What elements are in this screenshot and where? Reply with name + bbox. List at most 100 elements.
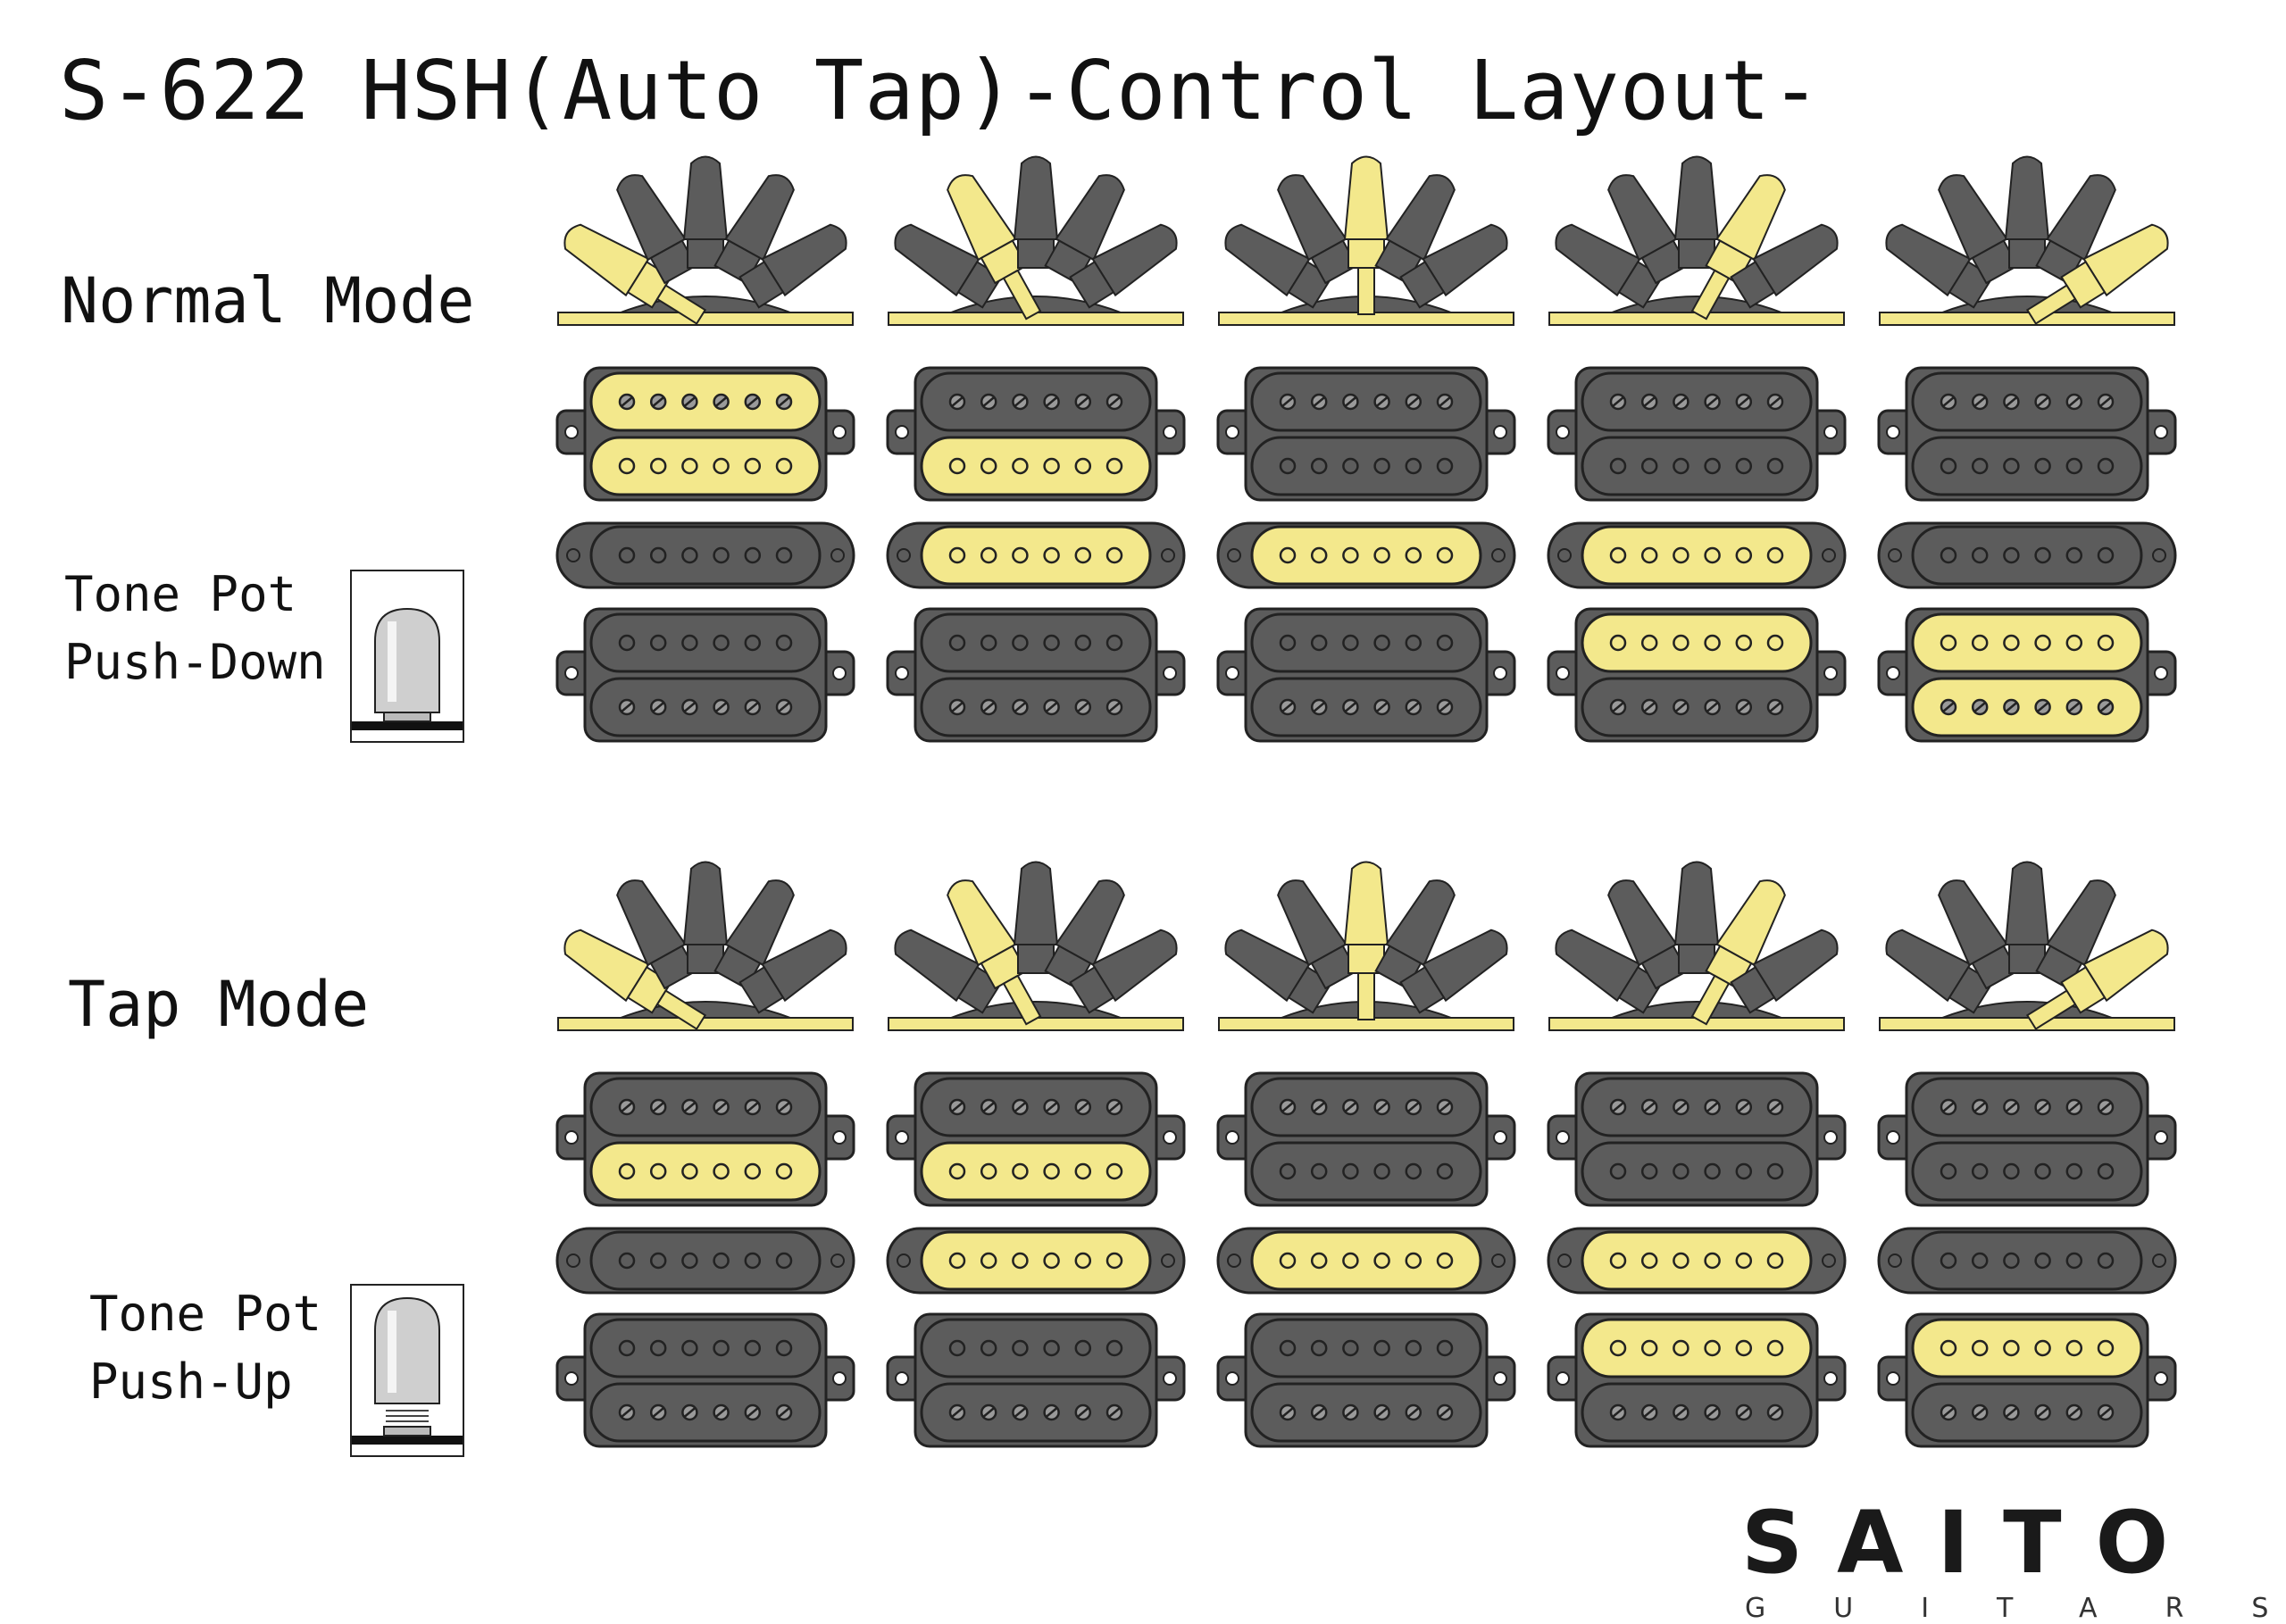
pole-piece [1012, 1252, 1029, 1270]
pole-screw-slot [746, 1102, 759, 1112]
pole-screw-slot [1674, 702, 1688, 712]
selector-tip [2082, 929, 2169, 1003]
pole-piece [618, 634, 636, 652]
pole-screw-slot [1674, 396, 1688, 407]
pickup-coil [1911, 1077, 2143, 1137]
pole-piece [1766, 1252, 1784, 1270]
mount-hole [1556, 666, 1570, 680]
pole-piece [2065, 457, 2083, 475]
pole-screw-slot [1612, 702, 1624, 712]
pole-screw-slot [2067, 702, 2081, 712]
pole-screw-slot [2005, 1102, 2018, 1112]
pole-piece [649, 1339, 667, 1357]
pole-screw-slot [1014, 1102, 1027, 1112]
pole-piece [1971, 1339, 1989, 1357]
pole-piece [1043, 1162, 1060, 1180]
pole-piece [649, 457, 667, 475]
pole-piece [1940, 457, 1957, 475]
pole-piece [1436, 1339, 1454, 1357]
tap-mode-label: Tap Mode [68, 968, 370, 1041]
pole-screw-slot [1612, 1407, 1624, 1418]
pole-piece [1704, 634, 1721, 652]
pole-piece [1766, 1162, 1784, 1180]
pole-piece [681, 1252, 698, 1270]
pole-piece [1735, 546, 1753, 564]
pole-piece [1640, 1162, 1658, 1180]
selector-blade-2 [1277, 879, 1358, 990]
pickup-coil [920, 1230, 1152, 1291]
selector-blade-5 [1069, 929, 1178, 1014]
pole-screw-slot [778, 702, 790, 712]
mount-hole [566, 1253, 580, 1268]
pole-piece [1105, 1252, 1123, 1270]
pickup-coil [920, 677, 1152, 737]
pole-piece [1310, 1162, 1328, 1180]
pole-piece [1012, 546, 1029, 564]
pole-piece [1105, 457, 1123, 475]
mount-hole [1493, 666, 1507, 680]
pole-piece [681, 546, 698, 564]
pole-screw-slot [2005, 1407, 2018, 1418]
selector-neck-block [1399, 965, 1446, 1014]
pole-piece [2003, 546, 2020, 564]
selector-stem [1357, 972, 1375, 1020]
pole-piece [948, 1252, 966, 1270]
pole-piece [2065, 1339, 2083, 1357]
normal-mode-label: Normal Mode [61, 264, 475, 337]
pole-piece [1043, 546, 1060, 564]
selector-tip [1385, 879, 1456, 967]
pole-piece [1279, 457, 1297, 475]
pole-piece [618, 546, 636, 564]
pickup-coil [589, 525, 822, 586]
pole-piece [713, 634, 730, 652]
tone-pot-drawing [352, 607, 463, 730]
pole-piece [2003, 1252, 2020, 1270]
pole-piece [775, 546, 793, 564]
pole-piece [649, 1162, 667, 1180]
pole-piece [1279, 1162, 1297, 1180]
mount-hole [564, 1371, 579, 1386]
selector-neck-block [738, 260, 785, 309]
pickup-coil [589, 1077, 822, 1137]
pole-piece [713, 1339, 730, 1357]
pickup-coil [589, 1230, 822, 1291]
pole-piece [2034, 1162, 2051, 1180]
pole-piece [2003, 1162, 2020, 1180]
pole-piece [1971, 457, 1989, 475]
pole-piece [1310, 1252, 1328, 1270]
pole-piece [618, 1162, 636, 1180]
mount-hole [1161, 548, 1175, 562]
pole-screw-slot [982, 396, 996, 407]
pole-screw-slot [1108, 1407, 1121, 1418]
pole-piece [1609, 1162, 1627, 1180]
pole-piece [1074, 546, 1092, 564]
pole-screw-slot [1406, 702, 1420, 712]
pickup-coil [589, 677, 822, 737]
pole-piece [1735, 457, 1753, 475]
pole-piece [713, 1252, 730, 1270]
pot-panel [352, 1436, 463, 1445]
pole-screw-slot [1045, 702, 1058, 712]
tone-pot-drawing [352, 1296, 463, 1445]
pickup-coil [1581, 1077, 1813, 1137]
pole-screw-slot [2067, 1102, 2081, 1112]
pole-screw-slot [1108, 702, 1121, 712]
pole-piece [1640, 634, 1658, 652]
pole-screw-slot [1706, 396, 1719, 407]
pole-piece [2003, 457, 2020, 475]
pole-screw-slot [1973, 702, 1987, 712]
pole-screw-slot [1643, 1102, 1656, 1112]
selector-tip [1277, 174, 1347, 262]
pole-screw-slot [1313, 1407, 1326, 1418]
selector-tip [947, 879, 1017, 967]
pole-piece [980, 1339, 997, 1357]
selector-blade-3 [1013, 861, 1059, 974]
pole-piece [1373, 1252, 1390, 1270]
pole-piece [713, 457, 730, 475]
selector-neck-block [1399, 260, 1446, 309]
pole-screw-slot [652, 1102, 665, 1112]
pole-screw-slot [2099, 702, 2112, 712]
selector-tip [2046, 879, 2116, 967]
mount-hole [1888, 548, 1902, 562]
selector-tip [616, 879, 687, 967]
